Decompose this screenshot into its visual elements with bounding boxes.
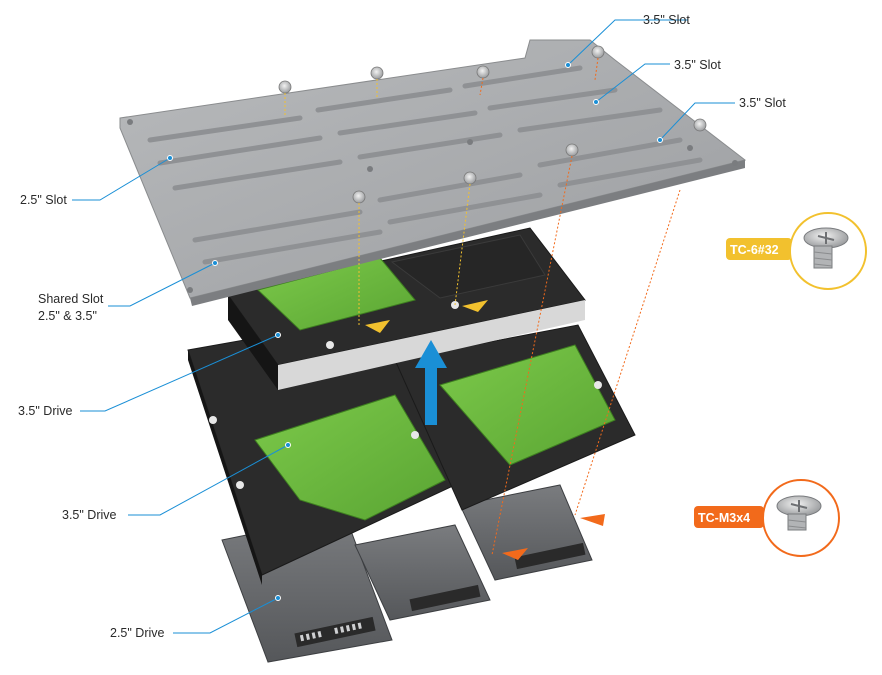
- plate-screws: [278, 45, 707, 204]
- label-shared-slot-sizes: 2.5" & 3.5": [38, 309, 97, 323]
- screw-callout-tc6: TC-6#32: [726, 212, 867, 290]
- label-25-slot: 2.5" Slot: [20, 193, 67, 207]
- screw-pointers: [365, 300, 605, 560]
- label-35-drive-upper: 3.5" Drive: [18, 404, 73, 418]
- screw-callout-tcm3: TC-M3x4: [694, 479, 840, 557]
- label-25-drive: 2.5" Drive: [110, 626, 165, 640]
- hdd-lower-left: [187, 314, 456, 585]
- label-35-slot-middle: 3.5" Slot: [674, 58, 721, 72]
- tcm3-label: TC-M3x4: [698, 511, 750, 525]
- leader-lines: [72, 19, 735, 634]
- tc6-label: TC-6#32: [730, 243, 779, 257]
- label-35-drive-lower: 3.5" Drive: [62, 508, 117, 522]
- ssd-drive-middle: [354, 524, 491, 621]
- label-shared-slot: Shared Slot: [38, 292, 104, 306]
- mounting-plate: [119, 39, 747, 306]
- hdd-lower-right: [394, 324, 636, 511]
- screw-guide-lines: [284, 57, 681, 556]
- lift-arrow: [415, 340, 447, 425]
- ssd-drive-right: [459, 484, 593, 581]
- label-35-slot-lower: 3.5" Slot: [739, 96, 786, 110]
- label-35-slot-top: 3.5" Slot: [643, 13, 690, 27]
